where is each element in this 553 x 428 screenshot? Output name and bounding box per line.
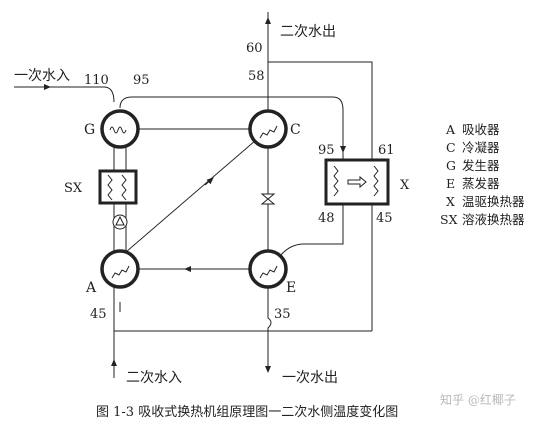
evaporator-e bbox=[248, 249, 288, 289]
temp-45-x: 45 bbox=[376, 211, 393, 226]
secondary-inlet-label: 二次水入 bbox=[126, 370, 182, 386]
watermark: 知乎 @红椰子 bbox=[440, 392, 516, 407]
legend: A 吸收器 C 冷凝器 G 发生器 E 蒸发器 X 温驱换热器 SX 溶液换热器 bbox=[440, 122, 525, 227]
temp-95-x: 95 bbox=[318, 143, 335, 158]
legend-name: 蒸发器 bbox=[462, 176, 500, 191]
legend-name: 温驱换热器 bbox=[462, 194, 525, 209]
legend-code: G bbox=[446, 158, 456, 173]
valve-icon bbox=[260, 193, 276, 205]
legend-name: 溶液换热器 bbox=[462, 212, 525, 227]
primary-inlet-label: 一次水入 bbox=[14, 68, 70, 84]
heat-exchanger-x bbox=[324, 158, 390, 206]
legend-code: A bbox=[445, 122, 456, 137]
temp-60: 60 bbox=[246, 41, 263, 56]
component-label-a: A bbox=[85, 280, 97, 296]
legend-name: 发生器 bbox=[462, 158, 500, 173]
figure-caption: 图 1-3 吸收式换热机组原理图一二次水侧温度变化图 bbox=[96, 404, 398, 420]
component-label-x: X bbox=[400, 178, 410, 193]
temp-45-a: 45 bbox=[90, 307, 107, 322]
temp-110: 110 bbox=[84, 73, 109, 88]
temp-48: 48 bbox=[318, 211, 335, 226]
primary-outlet-line bbox=[267, 286, 272, 370]
generator-g bbox=[100, 109, 140, 149]
absorber-a bbox=[100, 249, 140, 289]
a-c-diagonal bbox=[125, 139, 257, 253]
secondary-x-to-c bbox=[268, 61, 373, 162]
component-label-c: C bbox=[290, 122, 301, 138]
e-x-line bbox=[279, 234, 344, 257]
temp-95-top: 95 bbox=[133, 73, 150, 88]
temp-35: 35 bbox=[274, 307, 291, 322]
primary-top-loop bbox=[119, 96, 344, 160]
legend-name: 吸收器 bbox=[462, 122, 500, 137]
legend-code: X bbox=[446, 194, 455, 209]
temp-61: 61 bbox=[378, 143, 395, 158]
condenser-c bbox=[248, 109, 288, 149]
component-label-e: E bbox=[286, 280, 296, 296]
pump-icon bbox=[112, 214, 128, 230]
temp-58: 58 bbox=[248, 69, 265, 84]
legend-code: E bbox=[446, 176, 455, 191]
legend-code: SX bbox=[440, 212, 458, 227]
secondary-outlet-top-label: 二次水出 bbox=[280, 24, 336, 40]
component-label-sx: SX bbox=[64, 181, 83, 196]
legend-name: 冷凝器 bbox=[462, 140, 500, 155]
solution-heat-exchanger-sx bbox=[98, 169, 138, 205]
legend-code: C bbox=[446, 140, 456, 155]
primary-outlet-label: 一次水出 bbox=[282, 370, 338, 386]
component-label-g: G bbox=[84, 122, 95, 138]
